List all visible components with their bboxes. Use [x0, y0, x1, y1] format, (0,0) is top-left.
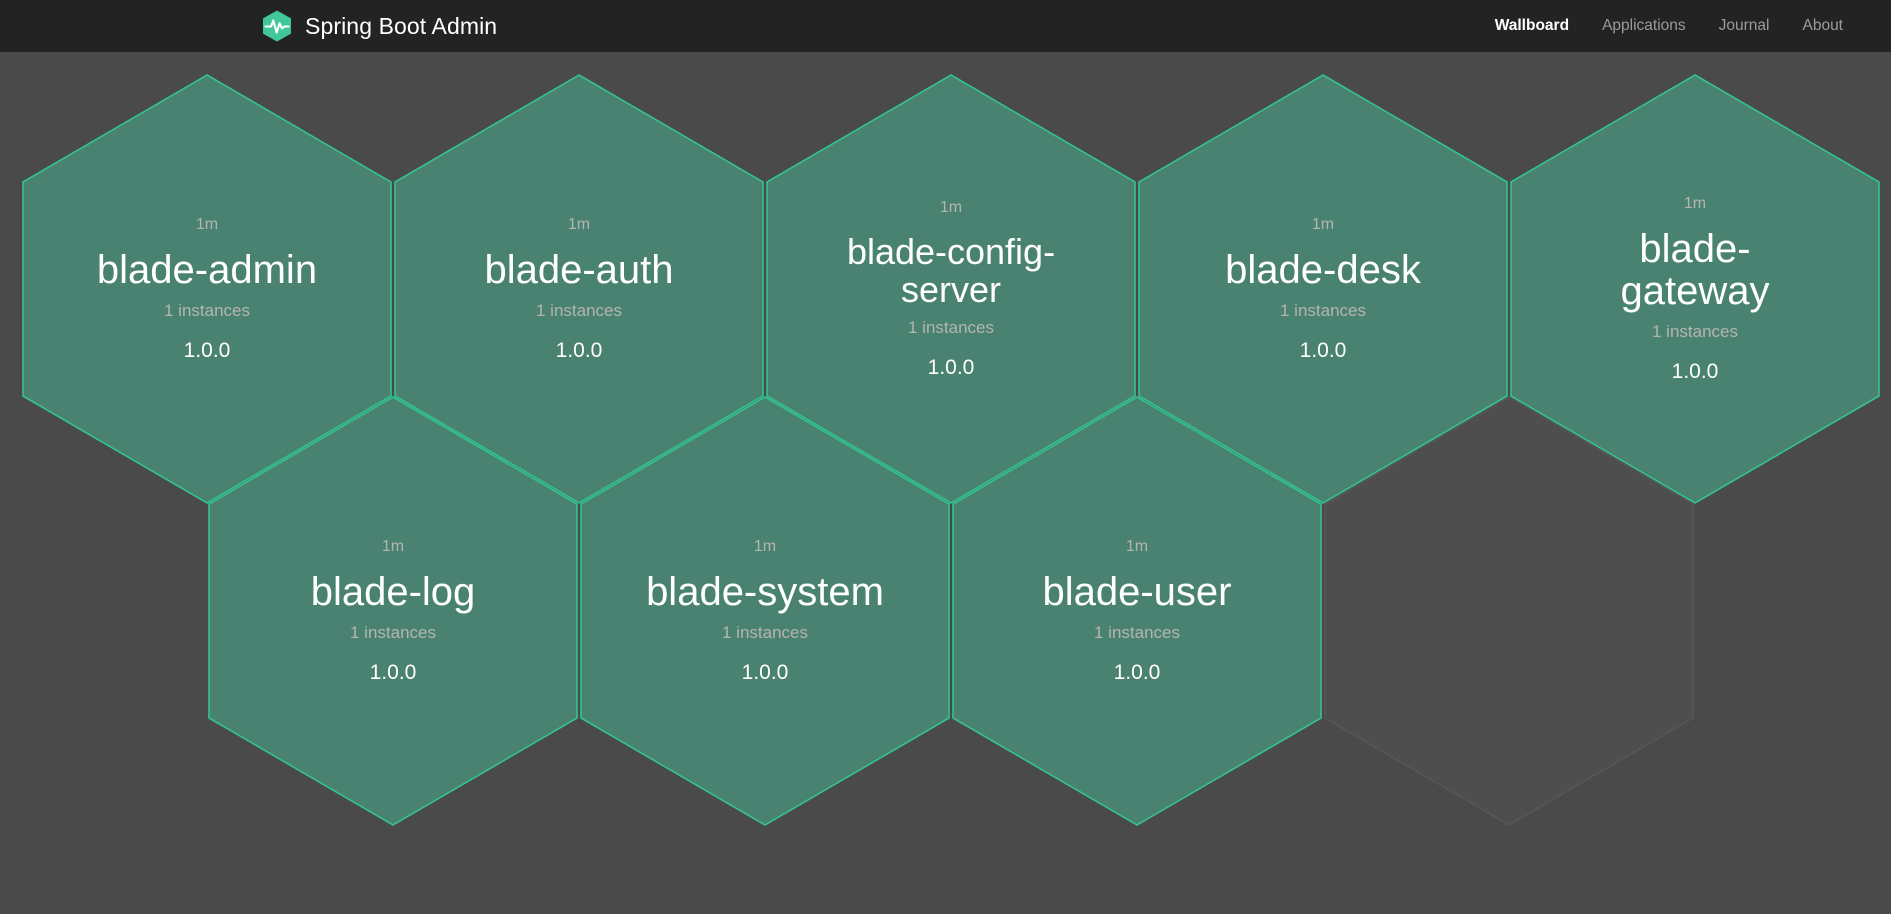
nav-item-journal[interactable]: Journal [1718, 17, 1770, 34]
application-uptime: 1m [567, 215, 591, 233]
application-version: 1.0.0 [1299, 339, 1347, 363]
application-version: 1.0.0 [1671, 360, 1719, 384]
application-uptime: 1m [939, 199, 963, 217]
brand-link[interactable]: Spring Boot Admin [260, 9, 497, 43]
application-hexagon-blade-gateway[interactable]: 1m blade-gateway 1 instances 1.0.0 [1509, 74, 1881, 504]
application-name: blade-desk [1225, 247, 1421, 292]
application-name: blade-auth [484, 247, 674, 292]
application-uptime: 1m [381, 537, 405, 555]
top-navbar: Spring Boot Admin Wallboard Applications… [0, 0, 1891, 52]
application-uptime: 1m [1125, 537, 1149, 555]
application-hexagon-blade-desk[interactable]: 1m blade-desk 1 instances 1.0.0 [1137, 74, 1509, 504]
application-instances: 1 instances [908, 317, 994, 337]
application-name: blade-config-server [846, 231, 1056, 310]
application-name: blade-log [310, 569, 476, 614]
brand-title: Spring Boot Admin [305, 12, 498, 39]
application-hexagon-blade-log[interactable]: 1m blade-log 1 instances 1.0.0 [207, 396, 579, 826]
application-version: 1.0.0 [555, 339, 603, 363]
application-version: 1.0.0 [1113, 661, 1161, 685]
application-uptime: 1m [1311, 215, 1335, 233]
application-uptime: 1m [195, 215, 219, 233]
application-hexagon-body: 1m blade-log 1 instances 1.0.0 [207, 396, 579, 826]
application-hexagon-body: 1m blade-config-server 1 instances 1.0.0 [765, 74, 1137, 504]
application-uptime: 1m [753, 537, 777, 555]
application-name: blade-admin [96, 247, 318, 292]
heartbeat-hexagon-icon [260, 9, 294, 43]
application-hexagon-body: 1m blade-desk 1 instances 1.0.0 [1137, 74, 1509, 504]
application-hexagon-body: 1m blade-auth 1 instances 1.0.0 [393, 74, 765, 504]
application-hexagon-blade-config-server[interactable]: 1m blade-config-server 1 instances 1.0.0 [765, 74, 1137, 504]
application-hexagon-blade-user[interactable]: 1m blade-user 1 instances 1.0.0 [951, 396, 1323, 826]
application-hexagon-blade-auth[interactable]: 1m blade-auth 1 instances 1.0.0 [393, 74, 765, 504]
application-instances: 1 instances [1280, 301, 1366, 321]
application-name: blade-user [1042, 569, 1232, 614]
application-hexagon-blade-admin[interactable]: 1m blade-admin 1 instances 1.0.0 [21, 74, 393, 504]
application-instances: 1 instances [722, 623, 808, 643]
application-hexagon-blade-system[interactable]: 1m blade-system 1 instances 1.0.0 [579, 396, 951, 826]
application-instances: 1 instances [350, 623, 436, 643]
application-instances: 1 instances [1094, 623, 1180, 643]
wallboard-grid: 1m blade-admin 1 instances 1.0.0 1m blad… [0, 52, 1891, 914]
application-hexagon-body: 1m blade-system 1 instances 1.0.0 [579, 396, 951, 826]
application-instances: 1 instances [164, 301, 250, 321]
application-name: blade-gateway [1620, 226, 1770, 313]
application-name: blade-system [646, 569, 884, 614]
application-uptime: 1m [1683, 194, 1707, 212]
application-hexagon-body: 1m blade-user 1 instances 1.0.0 [951, 396, 1323, 826]
application-version: 1.0.0 [183, 339, 231, 363]
application-version: 1.0.0 [369, 661, 417, 685]
application-hexagon-body: 1m blade-gateway 1 instances 1.0.0 [1509, 74, 1881, 504]
application-version: 1.0.0 [927, 355, 975, 379]
main-nav: Wallboard Applications Journal About [1495, 17, 1843, 35]
nav-item-wallboard[interactable]: Wallboard [1494, 17, 1570, 34]
nav-item-about[interactable]: About [1802, 17, 1843, 34]
application-instances: 1 instances [1652, 322, 1738, 342]
application-version: 1.0.0 [741, 661, 789, 685]
nav-item-applications[interactable]: Applications [1602, 17, 1686, 34]
application-hexagon-body: 1m blade-admin 1 instances 1.0.0 [21, 74, 393, 504]
empty-hexagon-slot [1323, 396, 1695, 826]
application-instances: 1 instances [536, 301, 622, 321]
